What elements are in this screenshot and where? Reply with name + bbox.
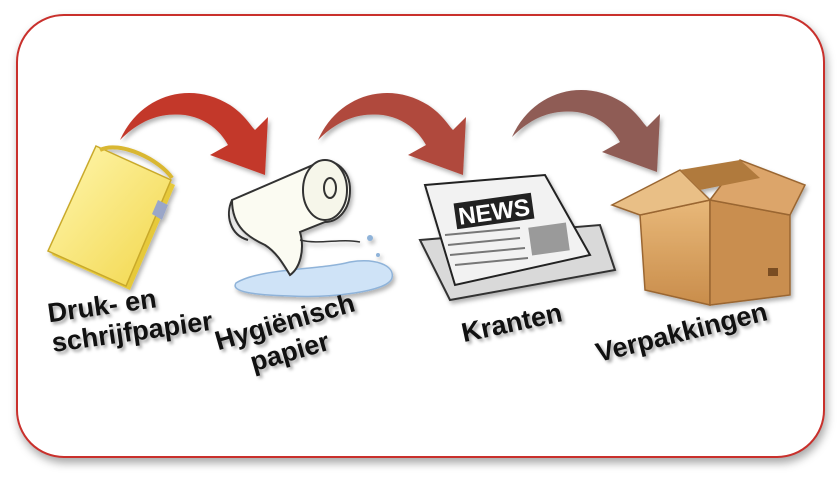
paper-roll-icon <box>228 159 393 298</box>
notepad-icon <box>47 145 175 290</box>
curved-arrow-2 <box>318 92 466 175</box>
curved-arrow-3 <box>512 89 660 172</box>
curved-arrow-1 <box>120 92 268 175</box>
newspaper-icon: NEWS <box>418 173 617 302</box>
cardboard-box-icon <box>610 159 807 306</box>
